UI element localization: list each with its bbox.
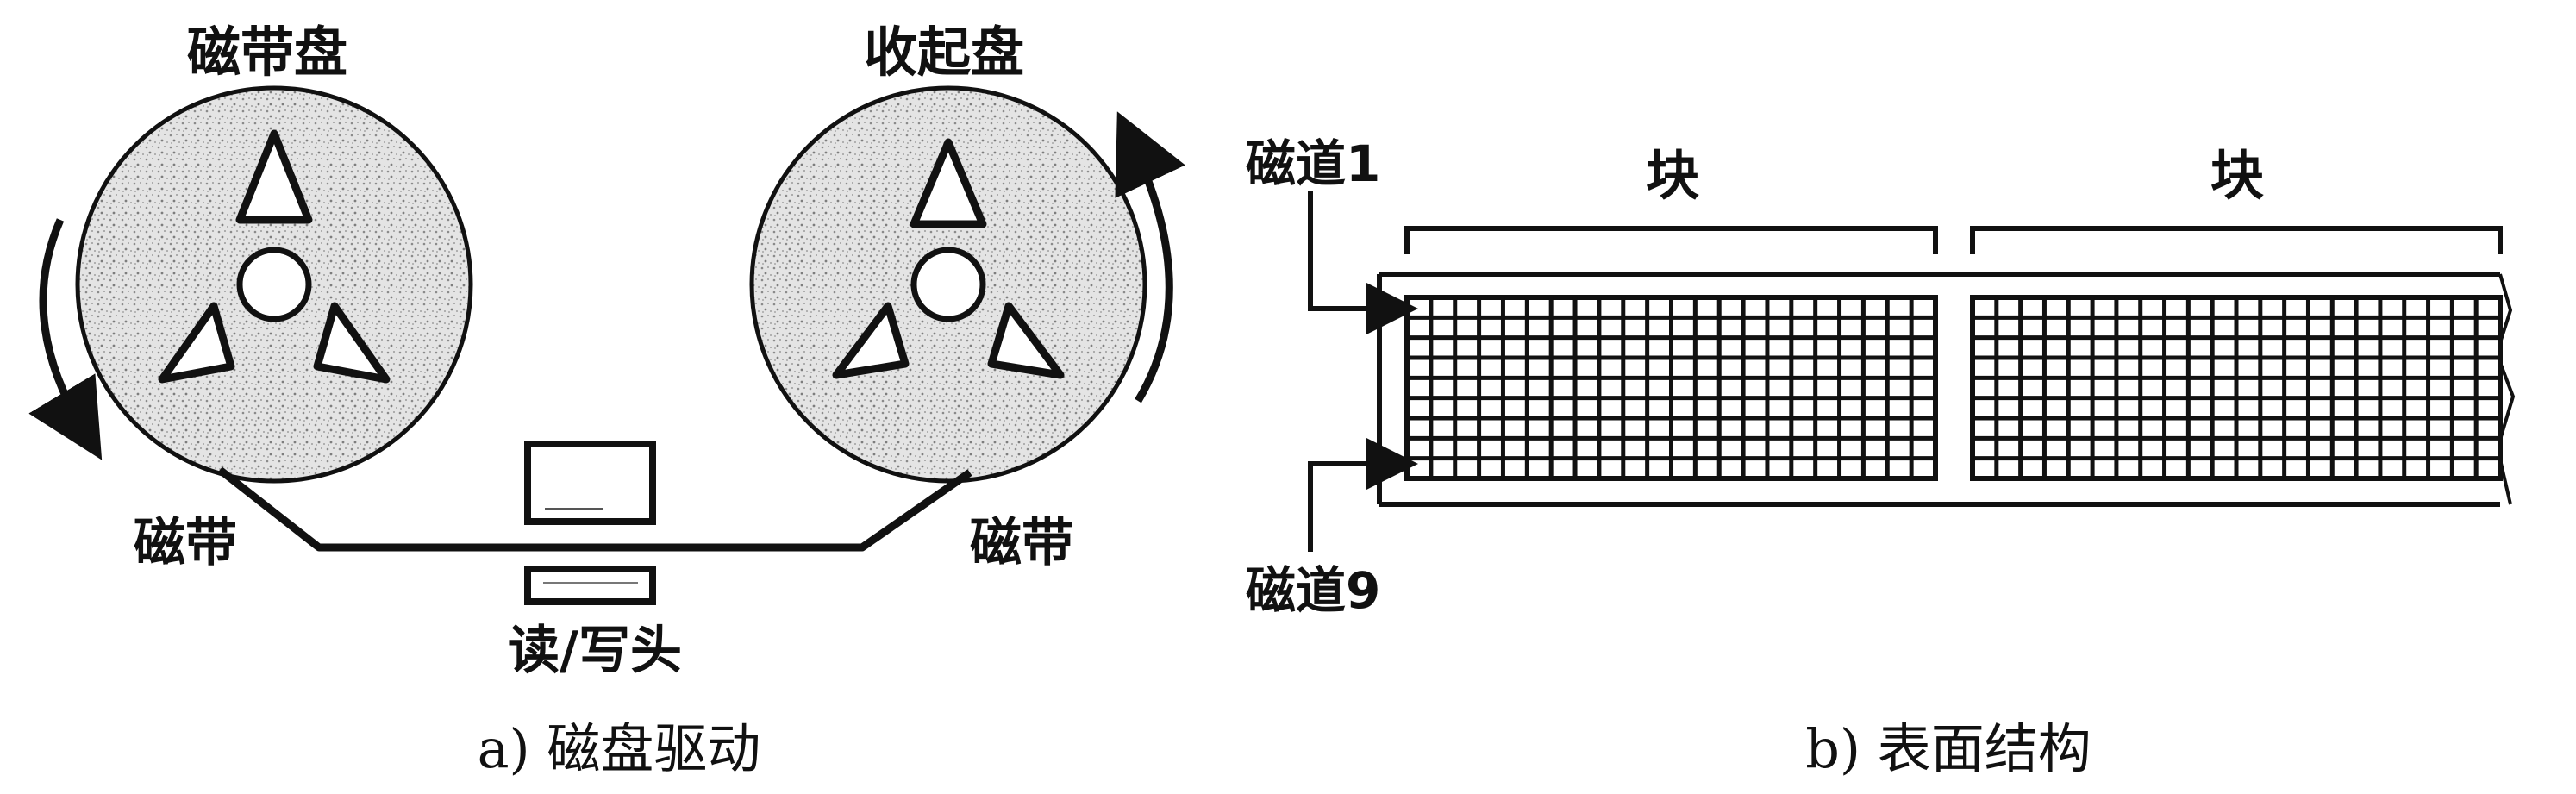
block-bracket-2 <box>1970 226 2503 254</box>
reel-spoke-icon <box>987 302 1065 379</box>
reel-spoke-icon <box>158 302 235 384</box>
reel-spoke-icon <box>832 302 910 379</box>
rotation-arrow-icon <box>28 218 103 460</box>
panel-b-surface-structure: 磁道1 磁道9 块 块 b) 表面结构 <box>1246 134 2516 780</box>
block-label-1: 块 <box>1646 144 1699 207</box>
reel-spoke-icon <box>910 138 987 228</box>
panel-a-caption: a) 磁盘驱动 <box>478 717 761 780</box>
track-9-pointer-icon <box>1308 438 1418 552</box>
tape-label-left: 磁带 <box>134 513 237 573</box>
reel-spoke-icon <box>235 129 313 224</box>
panel-a-tape-drive: 磁带盘 收起盘 磁带 磁带 读/写头 a) 磁盘驱动 <box>28 21 1185 780</box>
block-bracket-1 <box>1404 226 1938 254</box>
tape-path <box>217 466 972 552</box>
data-block-grid-1 <box>1404 295 1938 481</box>
data-block-grid-2 <box>1970 295 2503 481</box>
track-1-label: 磁道1 <box>1246 134 1380 193</box>
reel-hub <box>910 247 986 322</box>
reel-spoke-icon <box>313 302 391 384</box>
track-9-label: 磁道9 <box>1246 561 1380 620</box>
takeup-reel-label: 收起盘 <box>864 21 1024 84</box>
track-1-pointer-icon <box>1308 191 1418 334</box>
head-label: 读/写头 <box>508 621 682 681</box>
takeup-reel <box>749 85 1147 484</box>
supply-reel-label: 磁带盘 <box>187 21 347 84</box>
panel-b-caption: b) 表面结构 <box>1805 717 2091 780</box>
tape-label-right: 磁带 <box>970 513 1073 573</box>
read-write-head <box>524 441 656 605</box>
reel-hub <box>236 247 312 322</box>
supply-reel <box>75 85 473 484</box>
rotation-arrow-icon <box>1115 111 1185 403</box>
block-label-2: 块 <box>2210 144 2264 207</box>
